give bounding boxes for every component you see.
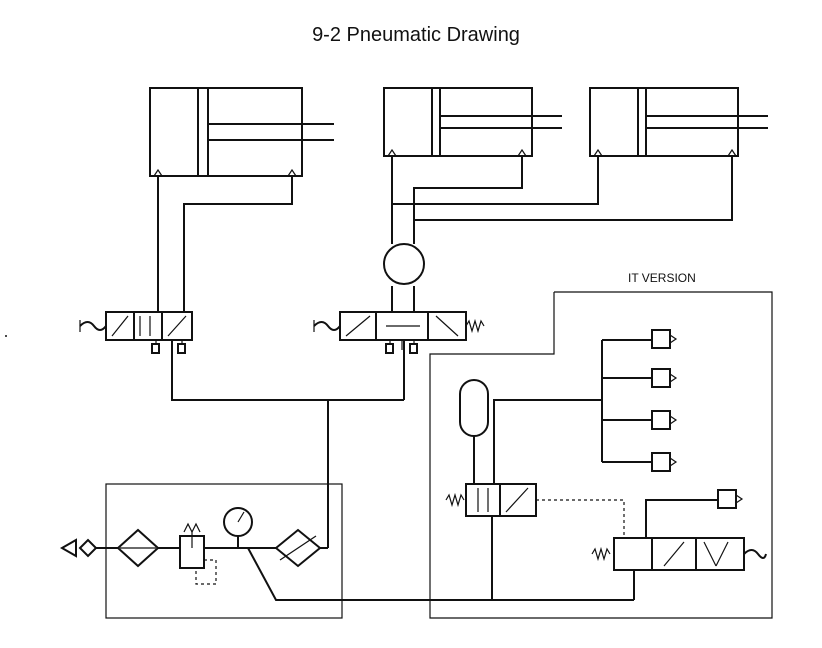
spring-icon: [591, 546, 611, 562]
valve-3: [445, 483, 537, 600]
spring-icon: [465, 318, 485, 334]
cylinder-3: [589, 87, 768, 157]
air-reservoir: [459, 379, 489, 484]
flow-control-circle: [383, 243, 425, 285]
sensor-icon: [717, 489, 737, 509]
frl-unit: [59, 483, 428, 619]
solenoid-icon: [743, 549, 767, 559]
spring-icon: [445, 492, 465, 508]
air-source-icon: [59, 538, 77, 558]
solenoid-icon: [313, 321, 341, 331]
cylinder-2-3-lines: [391, 156, 733, 312]
valve-1: [79, 311, 193, 354]
regulator-spring-icon: [183, 522, 201, 534]
cylinder-1: [149, 87, 334, 177]
valve-2: [313, 311, 485, 354]
sensor-icon: [651, 410, 671, 430]
it-version-panel: [429, 291, 773, 619]
sensor-icon: [651, 452, 671, 472]
cylinder-2: [383, 87, 562, 157]
sensor-icon: [651, 329, 671, 349]
supply-lines: [171, 340, 405, 548]
it-version-label: IT VERSION: [628, 271, 696, 285]
check-valve-icon: [78, 538, 98, 558]
diagram-title: 9-2 Pneumatic Drawing: [312, 24, 520, 46]
sensor-icon: [651, 368, 671, 388]
sensor-group: [493, 329, 678, 484]
cylinder-1-lines: [157, 176, 293, 312]
stray-mark: [5, 335, 7, 337]
solenoid-icon: [79, 321, 107, 331]
valve-4: [536, 489, 767, 600]
